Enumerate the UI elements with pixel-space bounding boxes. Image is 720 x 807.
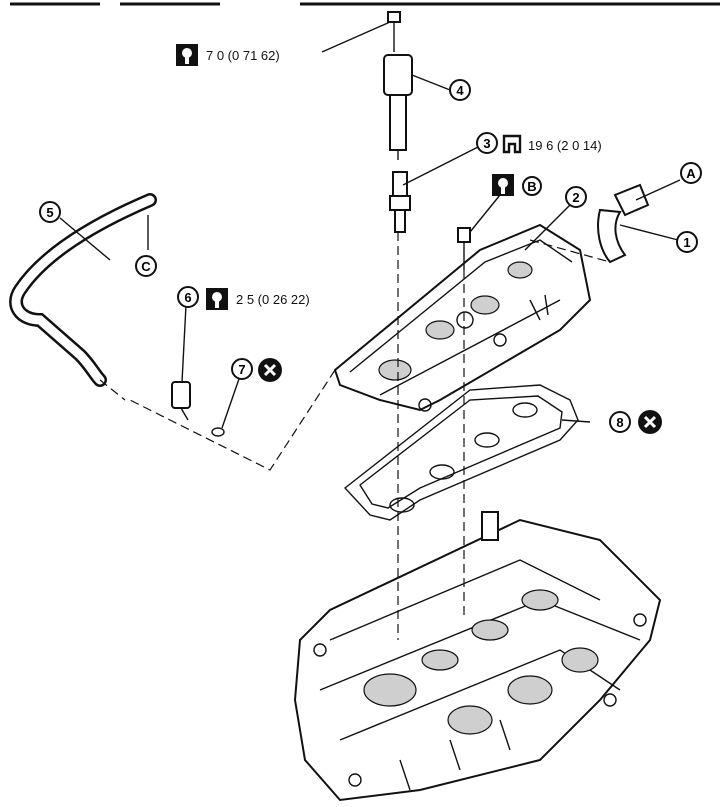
pcv-hose: [597, 183, 650, 264]
svg-text:8: 8: [616, 415, 623, 430]
svg-text:1: 1: [683, 235, 690, 250]
svg-text:B: B: [527, 179, 536, 194]
ref-a: A: [680, 162, 702, 184]
callout-5: 5: [39, 201, 61, 223]
ignition-coil: [383, 54, 413, 160]
alignment-lines: [99, 232, 611, 640]
spark-plug: [389, 171, 411, 233]
callout-6: 6: [177, 286, 199, 308]
torque-wrench-icon: [492, 174, 514, 196]
callout-8: 8: [609, 411, 631, 433]
socket-icon: [502, 134, 522, 154]
svg-text:2: 2: [572, 190, 579, 205]
rocker-cover-gasket: [343, 384, 579, 521]
o-ring: [211, 427, 225, 437]
rocker-cover: [333, 223, 592, 412]
leader-lines: [59, 21, 681, 429]
coil-bolt-torque: 7 0 (0 71 62): [206, 48, 280, 63]
svg-text:5: 5: [46, 205, 53, 220]
cover-bolt: [457, 227, 471, 270]
ref-b: B: [522, 176, 542, 196]
torque-wrench-icon: [206, 288, 228, 310]
breather-hose: [9, 193, 157, 387]
sensor-torque: 2 5 (0 26 22): [236, 292, 310, 307]
callout-3: 3: [476, 132, 498, 154]
callout-7: 7: [231, 358, 253, 380]
do-not-reuse-icon: [258, 358, 282, 382]
ref-c: C: [135, 255, 157, 277]
cylinder-head: [293, 511, 662, 802]
spark-plug-torque: 19 6 (2 0 14): [528, 138, 602, 153]
callout-4: 4: [449, 79, 471, 101]
svg-text:7: 7: [238, 362, 245, 377]
svg-text:3: 3: [483, 136, 490, 151]
sensor: [171, 381, 191, 421]
svg-text:C: C: [141, 259, 151, 274]
callout-2: 2: [565, 186, 587, 208]
svg-text:6: 6: [184, 290, 191, 305]
do-not-reuse-icon: [638, 410, 662, 434]
svg-text:A: A: [686, 166, 696, 181]
callout-1: 1: [676, 231, 698, 253]
svg-text:4: 4: [456, 83, 464, 98]
torque-wrench-icon: [176, 44, 198, 66]
coil-bolt: [387, 11, 401, 52]
